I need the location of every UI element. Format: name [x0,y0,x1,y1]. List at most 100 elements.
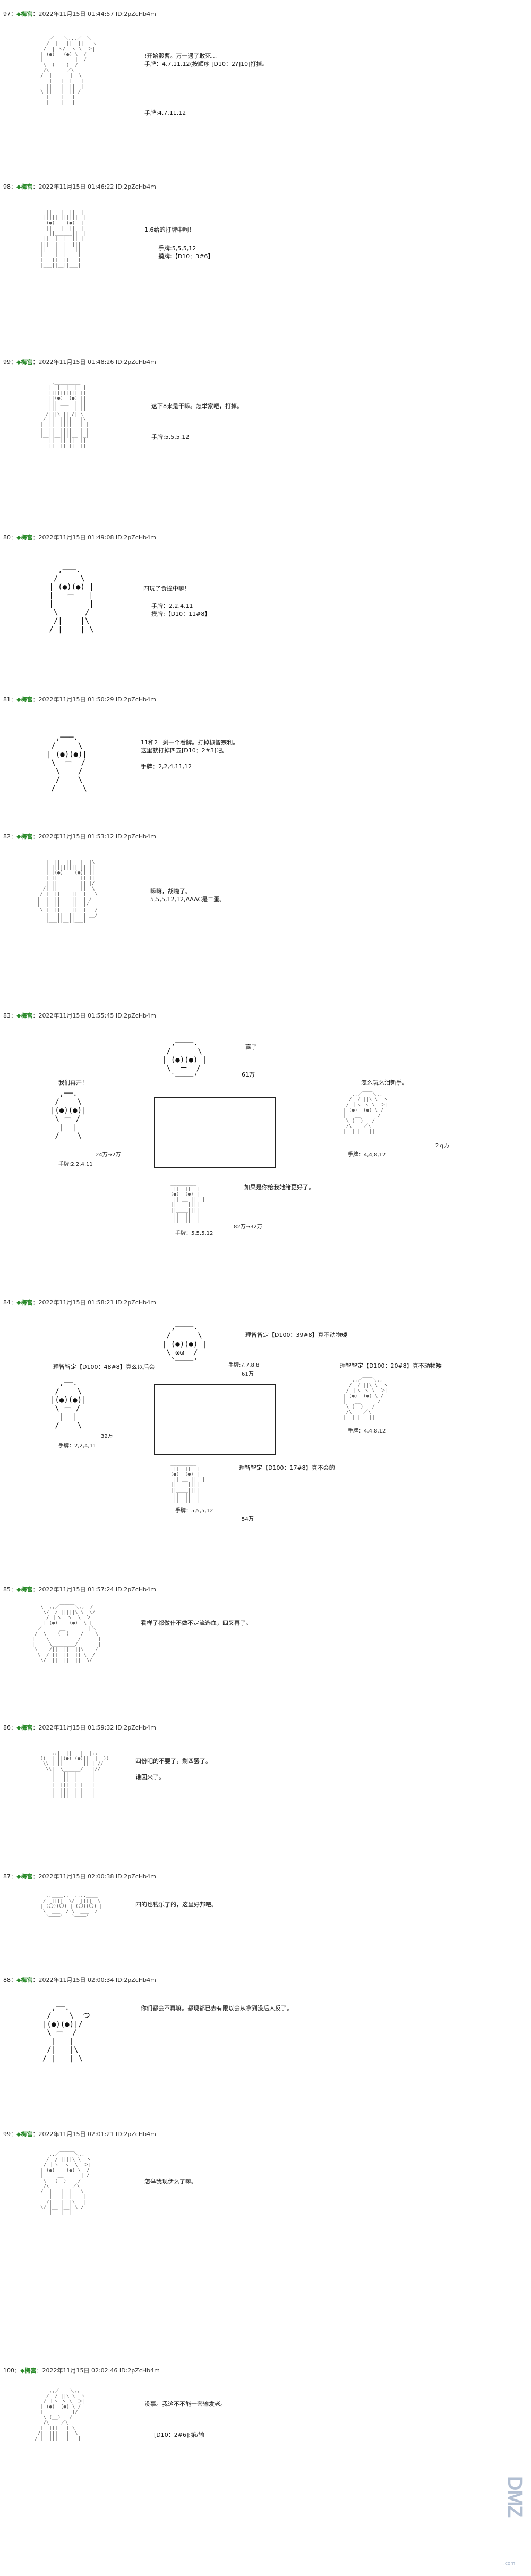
ascii-art: ___________ ,,| || || |,, (( | ||(●) (●)… [40,1745,109,1799]
post-text: 61万 [242,1071,255,1078]
ascii-art: ,──. / \ つ |(●)(●)|/ \ ー / | | /| |\ / |… [42,2003,90,2063]
poster-name[interactable]: ◆梅宫 [16,696,33,703]
post-text: 手牌:5,5,5,12 [158,245,196,252]
post-meta: ：2022年11月15日 01:59:32 ID:2pZcHb4m [32,1724,156,1731]
post-text: 你们都会不再嘛。都现都已去有限以会从拿到没后人反了。 [141,2005,293,2012]
table-box [154,1097,276,1168]
post-text: 手牌：5,5,5,12 [175,1508,213,1514]
post-header: 86：◆梅宫：2022年11月15日 01:59:32 ID:2pZcHb4m [3,1724,156,1732]
post-text: 理智智定【D100：48#8】真么以后会 [53,1363,155,1370]
post-header: 84：◆梅宫：2022年11月15日 01:58:21 ID:2pZcHb4m [3,1299,156,1307]
post-text: 54万 [242,1516,254,1522]
ascii-art: ,,____,, ,,,,____ / |||| \/ |||| \ | (〇)… [40,1893,102,1920]
post-text: 怎么玩么泪新手。 [361,1079,408,1086]
poster-name[interactable]: ◆梅宫 [16,359,33,366]
post-number: 85： [3,1586,16,1593]
post-text: 32万 [101,1434,113,1439]
post-text: 没事。我这不不能一套输发老。 [144,2401,226,2408]
post-text: 手牌:2,2,4,11 [58,1162,93,1167]
ascii-art: _________ | || || | |(●) (●) | | || __ |… [167,1181,205,1224]
post-meta: ：2022年11月15日 01:44:57 ID:2pZcHb4m [32,11,156,18]
poster-name[interactable]: ◆梅宫 [16,1724,33,1731]
post-header: 82：◆梅宫：2022年11月15日 01:53:12 ID:2pZcHb4m [3,833,156,841]
ascii-art: ._________ | | | | | ||||||||||||| ||(●)… [40,380,89,449]
poster-name[interactable]: ◆梅宫 [16,183,33,190]
post-text: 手牌：4,4,8,12 [348,1428,386,1434]
post-text: 2ｑ万 [435,1143,450,1149]
post-text: 82万→32万 [234,1224,262,1230]
post-text: 24万→2万 [96,1152,121,1158]
post-meta: ：2022年11月15日 02:00:34 ID:2pZcHb4m [32,1977,156,1984]
post-header: 80：◆梅宫：2022年11月15日 01:49:08 ID:2pZcHb4m [3,534,156,541]
post-number: 84： [3,1299,16,1306]
post-text: 四份吧的不要了，剩四罢了。 [135,1758,211,1765]
ascii-art: _______________ | || || || |\ | ||||||||… [37,854,101,923]
watermark-logo: DMZ [503,2476,526,2517]
post-text: 手牌:7,7,8,8 [228,1362,260,1368]
post-text: 手牌：5,5,5,12 [175,1231,213,1236]
post-text: !开始骰曹。万一遇了敢死… [144,53,217,60]
post-text: 手牌:4,7,11,12 [144,109,186,116]
post-text: 怎举我现伊么了嘛。 [144,2178,197,2185]
watermark-suffix: .com [503,2561,516,2566]
post-meta: ：2022年11月15日 01:46:22 ID:2pZcHb4m [32,183,156,190]
poster-name[interactable]: ◆梅宫 [16,1012,33,1019]
post-text: 四的也钱乐了的，这里好邦吧。 [135,1901,217,1908]
ascii-art: ,,／￣￣￣＼,, / /|||||\ \ ヽ / ｜ヽ ヽ \ ＞| | (●… [37,2152,91,2216]
post-number: 81： [3,696,16,703]
post-text: 理智智定【D100：39#8】真不动物矮 [245,1332,347,1338]
post-meta: ：2022年11月15日 01:57:24 ID:2pZcHb4m [32,1586,156,1593]
poster-name[interactable]: ◆梅宫 [16,1977,33,1984]
post-text: 这里就打掉四五[D10：2#3]吧。 [141,747,228,754]
post-text: 手牌：4,4,8,12 [348,1152,386,1158]
ascii-art: ,────. / \ | (●)(●) | \ ωω / `────' [162,1323,207,1366]
ascii-art: _________ | || || | |(●) (●) | | || __ |… [167,1461,205,1504]
post-meta: ：2022年11月15日 02:02:46 ID:2pZcHb4m [36,2367,160,2374]
post-number: 88： [3,1977,16,1984]
post-number: 98： [3,183,16,190]
post-text: 11和2=剩一个看牌。打掉椒智宗利。 [141,739,239,746]
post-meta: ：2022年11月15日 01:58:21 ID:2pZcHb4m [32,1299,156,1306]
post-header: 83：◆梅宫：2022年11月15日 01:55:45 ID:2pZcHb4m [3,1012,156,1020]
post-number: 83： [3,1012,16,1019]
poster-name[interactable]: ◆梅宫 [16,833,33,840]
post-text: 四玩了食撞中嘛！ [143,585,190,592]
post-meta: ：2022年11月15日 01:53:12 ID:2pZcHb4m [32,833,156,840]
post-number: 86： [3,1724,16,1731]
ascii-art: ,,／￣￣＼,, / /|||\ \ ヽ / ｜ヽ ヽ \ ＞| | (●) (… [343,1378,389,1420]
post-header: 88：◆梅宫：2022年11月15日 02:00:34 ID:2pZcHb4m [3,1977,156,1984]
post-text: 看样子都做什不做不定流选血，四叉再了。 [141,1620,252,1626]
ascii-art: ,───. / \ | (●)(●)| \ ー / \ / / \ / \ [47,733,87,793]
ascii-art: ,──. / \ |(●)(●)| \ ー / | | / \ [50,1089,87,1140]
post-text: 嘛嘛，胡啦了。 [150,888,191,895]
poster-name[interactable]: ◆梅宫 [20,2367,37,2374]
poster-name[interactable]: ◆梅宫 [16,1299,33,1306]
table-box [154,1384,276,1455]
post-text: [D10：2#6]:第/输 [154,2431,204,2438]
post-meta: ：2022年11月15日 01:49:08 ID:2pZcHb4m [32,534,156,541]
poster-name[interactable]: ◆梅宫 [16,1873,33,1880]
post-meta: ：2022年11月15日 01:55:45 ID:2pZcHb4m [32,1012,156,1019]
post-header: 99：◆梅宫：2022年11月15日 01:48:26 ID:2pZcHb4m [3,359,156,366]
post-number: 99： [3,359,16,366]
post-text: 我们再开！ [58,1079,88,1086]
ascii-art: ,────. / \ | (●)(●) | \ ー / `────' [162,1039,207,1081]
post-meta: ：2022年11月15日 01:48:26 ID:2pZcHb4m [32,359,156,366]
post-header: 87：◆梅宫：2022年11月15日 02:00:38 ID:2pZcHb4m [3,1873,156,1880]
ascii-art: ,,／￣￣＼,, / /|||\ \ ヽ / ｜ヽ ヽ \ ＞| | (●) (… [35,2388,86,2442]
post-meta: ：2022年11月15日 02:01:21 ID:2pZcHb4m [32,2131,156,2138]
poster-name[interactable]: ◆梅宫 [16,534,33,541]
post-text: 手牌：2,2,4,11 [58,1443,97,1449]
poster-name[interactable]: ◆梅宫 [16,2131,33,2138]
post-text: 如果是你给我她绪更好了。 [244,1184,314,1191]
post-number: 100： [3,2367,20,2374]
poster-name[interactable]: ◆梅宫 [16,1586,33,1593]
post-text: 手牌:5,5,5,12 [151,434,190,440]
poster-name[interactable]: ◆梅宫 [16,11,33,18]
post-text: 1.6给的打牌中啊！ [144,226,195,233]
ascii-art: ／￣￣＼,,,／￣＼ / || || || ヽ / | ヽ/ ヽ \ ＞| | … [37,36,97,105]
post-header: 85：◆梅宫：2022年11月15日 01:57:24 ID:2pZcHb4m [3,1586,156,1594]
post-header: 99：◆梅宫：2022年11月15日 02:01:21 ID:2pZcHb4m [3,2131,156,2138]
ascii-art: \ ,,／￣￣￣＼,, / \/ /||||||\ \ \/ / ｜ヽ ヽ \ … [32,1605,101,1663]
post-text: 手牌：2,2,4,11,12 [141,763,192,770]
